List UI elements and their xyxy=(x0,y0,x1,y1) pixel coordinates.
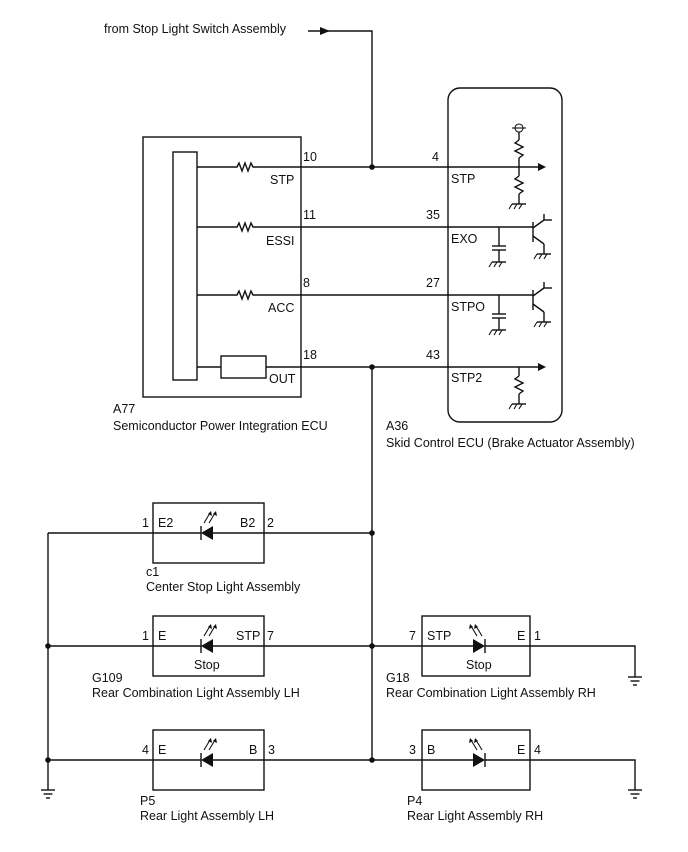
a36-name: Skid Control ECU (Brake Actuator Assembl… xyxy=(386,436,635,450)
c1-label-left: E2 xyxy=(158,516,173,530)
a36-stp-input-circuit xyxy=(448,123,546,210)
led-icon xyxy=(473,639,485,653)
junction-dot xyxy=(369,530,375,536)
source-label: from Stop Light Switch Assembly xyxy=(104,22,287,36)
a36-pin-num-4: 4 xyxy=(432,150,439,164)
junction-dot xyxy=(369,643,375,649)
a77-pin-num-8: 8 xyxy=(303,276,310,290)
p4-label-right: E xyxy=(517,743,525,757)
lamp-g109 xyxy=(152,615,265,677)
junction-dot xyxy=(369,757,375,763)
p4-label-left: B xyxy=(427,743,435,757)
c1-label-right: B2 xyxy=(240,516,255,530)
lamp-p5 xyxy=(152,729,265,791)
g109-code: G109 xyxy=(92,671,123,685)
g18-pin-right: 1 xyxy=(534,629,541,643)
a36-ecu-box xyxy=(447,87,563,423)
a36-code: A36 xyxy=(386,419,408,433)
source-arrow xyxy=(308,27,373,167)
a77-pin-label-acc: ACC xyxy=(268,301,294,315)
g18-name: Rear Combination Light Assembly RH xyxy=(386,686,596,700)
g18-inner-label: Stop xyxy=(466,658,492,672)
p4-name: Rear Light Assembly RH xyxy=(407,809,543,823)
g109-pin-left: 1 xyxy=(142,629,149,643)
g18-code: G18 xyxy=(386,671,410,685)
a77-name: Semiconductor Power Integration ECU xyxy=(113,419,328,433)
a36-stpo-output-circuit xyxy=(448,282,552,336)
g109-pin-right: 7 xyxy=(267,629,274,643)
p5-label-right: B xyxy=(249,743,257,757)
c1-pin-right: 2 xyxy=(267,516,274,530)
g18-pin-left: 7 xyxy=(409,629,416,643)
a77-pin-label-out: OUT xyxy=(269,372,296,386)
p5-label-left: E xyxy=(158,743,166,757)
c1-pin-left: 1 xyxy=(142,516,149,530)
a77-internal-wiring xyxy=(197,161,301,379)
lamp-g18 xyxy=(421,615,531,677)
g109-name: Rear Combination Light Assembly LH xyxy=(92,686,300,700)
g109-label-right: STP xyxy=(236,629,260,643)
a36-pin-num-43: 43 xyxy=(426,348,440,362)
g18-label-right: E xyxy=(517,629,525,643)
a36-exo-output-circuit xyxy=(448,214,552,268)
a77-pin-num-10: 10 xyxy=(303,150,317,164)
p4-code: P4 xyxy=(407,794,422,808)
a77-pin-num-18: 18 xyxy=(303,348,317,362)
a77-pin-num-11: 11 xyxy=(303,208,316,222)
p5-code: P5 xyxy=(140,794,155,808)
g18-label-left: STP xyxy=(427,629,451,643)
a36-pin-label-stp2: STP2 xyxy=(451,371,482,385)
a77-pin-label-essi: ESSI xyxy=(266,234,295,248)
junction-dot xyxy=(45,757,51,763)
p5-name: Rear Light Assembly LH xyxy=(140,809,274,823)
harness-wires xyxy=(301,166,448,368)
p4-pin-left: 3 xyxy=(409,743,416,757)
led-icon xyxy=(473,753,485,767)
p4-pin-right: 4 xyxy=(534,743,541,757)
a77-internal-block xyxy=(172,151,198,381)
stop-light-bus xyxy=(264,367,422,761)
junction-dot xyxy=(369,164,375,170)
ground-icon xyxy=(628,676,642,686)
a77-code: A77 xyxy=(113,402,135,416)
p5-pin-left: 4 xyxy=(142,743,149,757)
ground-icon xyxy=(41,789,55,799)
c1-code: c1 xyxy=(146,565,159,579)
a77-pin-label-stp: STP xyxy=(270,173,294,187)
a36-pin-label-stp: STP xyxy=(451,172,475,186)
led-icon xyxy=(201,639,213,653)
a36-pin-num-27: 27 xyxy=(426,276,440,290)
led-icon xyxy=(201,753,213,767)
ground-icon xyxy=(628,789,642,799)
a36-pin-label-stpo: STPO xyxy=(451,300,485,314)
a77-ecu-box xyxy=(142,136,302,398)
g109-inner-label: Stop xyxy=(194,658,220,672)
a36-pin-num-35: 35 xyxy=(426,208,440,222)
right-ground-wires xyxy=(530,645,636,790)
led-icon xyxy=(201,526,213,540)
left-ground-bus xyxy=(47,532,153,790)
lamp-p4 xyxy=(421,729,531,791)
g109-label-left: E xyxy=(158,629,166,643)
junction-dot xyxy=(45,643,51,649)
p5-pin-right: 3 xyxy=(268,743,275,757)
a36-stp2-input-circuit xyxy=(448,363,546,410)
a36-pin-label-exo: EXO xyxy=(451,232,478,246)
lamp-c1 xyxy=(152,502,265,564)
c1-name: Center Stop Light Assembly xyxy=(146,580,301,594)
